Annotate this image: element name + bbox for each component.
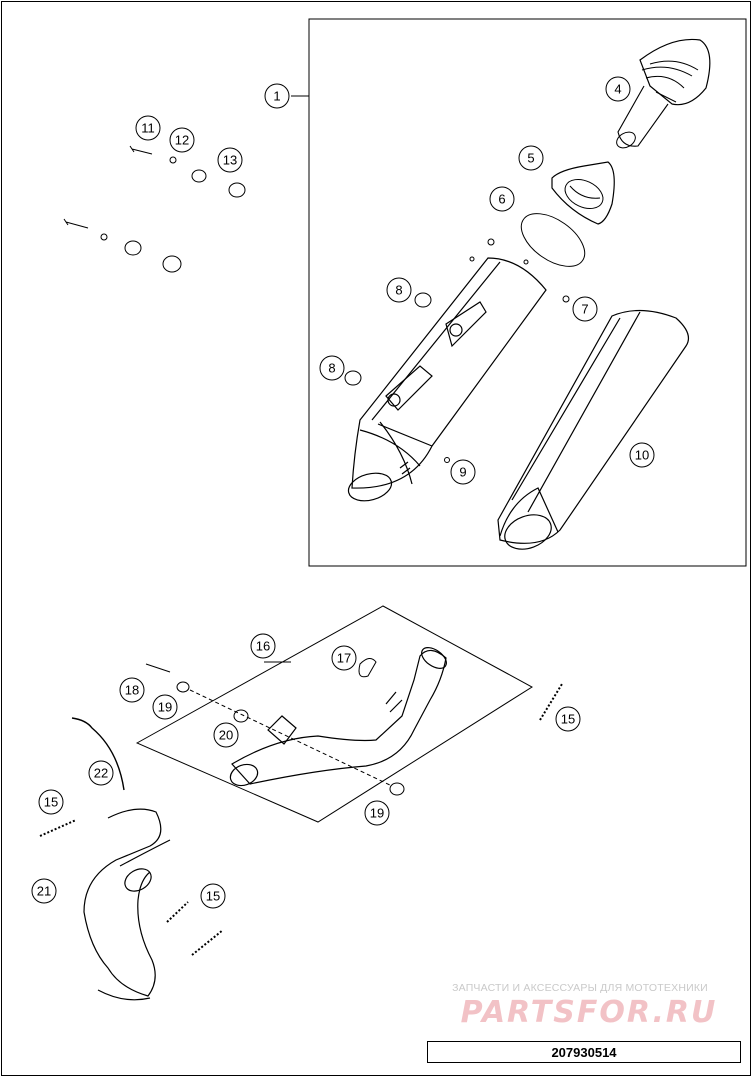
mid-pipe-kit-frame bbox=[135, 605, 533, 823]
callout-5: 5 bbox=[518, 145, 544, 171]
callout-6: 6 bbox=[489, 186, 515, 212]
callout-4: 4 bbox=[605, 76, 631, 102]
callout-label: 11 bbox=[141, 121, 155, 136]
callout-label: 5 bbox=[527, 151, 534, 166]
callout-8-lower: 8 bbox=[319, 355, 345, 381]
mounting-hardware-group bbox=[63, 145, 246, 273]
lambda-sensor-part bbox=[71, 717, 125, 791]
callout-8-upper: 8 bbox=[386, 277, 412, 303]
callout-21: 21 bbox=[31, 878, 57, 904]
watermark-caption: ЗАПЧАСТИ И АКСЕССУАРЫ ДЛЯ МОТОТЕХНИКИ bbox=[452, 982, 708, 994]
callout-label: 12 bbox=[175, 133, 189, 148]
callout-11: 11 bbox=[135, 115, 161, 141]
header-pipe-part bbox=[83, 808, 171, 1001]
callout-13: 13 bbox=[217, 147, 243, 173]
callout-label: 13 bbox=[223, 153, 237, 168]
callout-label: 22 bbox=[94, 766, 108, 781]
screw-7-part bbox=[562, 295, 570, 303]
callout-label: 4 bbox=[614, 82, 621, 97]
spring-part bbox=[39, 819, 77, 837]
watermark-logo: PARTSFOR.RU bbox=[460, 995, 718, 1030]
callout-label: 6 bbox=[498, 192, 505, 207]
reference-number-box: 207930514 bbox=[427, 1041, 741, 1063]
callout-15-right: 15 bbox=[555, 706, 581, 732]
callout-label: 21 bbox=[37, 884, 51, 899]
spring-part bbox=[539, 683, 563, 721]
callout-label: 20 bbox=[219, 728, 233, 743]
callout-label: 19 bbox=[370, 806, 384, 821]
callout-9: 9 bbox=[450, 459, 476, 485]
callout-19-left: 19 bbox=[152, 694, 178, 720]
callout-10: 10 bbox=[629, 442, 655, 468]
callout-17: 17 bbox=[331, 645, 357, 671]
callout-18: 18 bbox=[119, 677, 145, 703]
callout-label: 1 bbox=[273, 89, 280, 104]
callout-12: 12 bbox=[169, 127, 195, 153]
callout-label: 7 bbox=[581, 302, 588, 317]
heat-shield-part bbox=[497, 309, 689, 550]
callout-7: 7 bbox=[572, 296, 598, 322]
callout-label: 10 bbox=[635, 448, 649, 463]
callout-20: 20 bbox=[213, 722, 239, 748]
callout-label: 19 bbox=[158, 700, 172, 715]
spring-part bbox=[166, 901, 189, 923]
callout-label: 17 bbox=[337, 651, 351, 666]
callout-label: 15 bbox=[206, 889, 220, 904]
callout-label: 9 bbox=[459, 465, 466, 480]
callout-label: 15 bbox=[44, 795, 58, 810]
muffler-assembly-group bbox=[291, 18, 747, 567]
callout-16: 16 bbox=[250, 633, 276, 659]
callout-15-left: 15 bbox=[38, 789, 64, 815]
gasket-ring-part bbox=[520, 213, 586, 267]
spring-part bbox=[191, 929, 224, 956]
callout-1: 1 bbox=[264, 83, 290, 109]
mid-pipe-part bbox=[229, 647, 447, 787]
callout-19-right: 19 bbox=[364, 800, 390, 826]
callout-label: 8 bbox=[328, 361, 335, 376]
callout-22: 22 bbox=[88, 760, 114, 786]
muffler-body-part bbox=[347, 257, 547, 502]
callout-label: 15 bbox=[561, 712, 575, 727]
callout-label: 18 bbox=[125, 683, 139, 698]
callout-15-lower: 15 bbox=[200, 883, 226, 909]
reference-number: 207930514 bbox=[551, 1044, 617, 1060]
baffle-cone-part bbox=[551, 161, 615, 225]
end-cap-part bbox=[616, 38, 711, 149]
muffler-assembly-frame bbox=[308, 18, 747, 567]
callout-label: 8 bbox=[395, 283, 402, 298]
mid-pipe-kit-group bbox=[135, 605, 533, 823]
callout-label: 16 bbox=[256, 639, 270, 654]
